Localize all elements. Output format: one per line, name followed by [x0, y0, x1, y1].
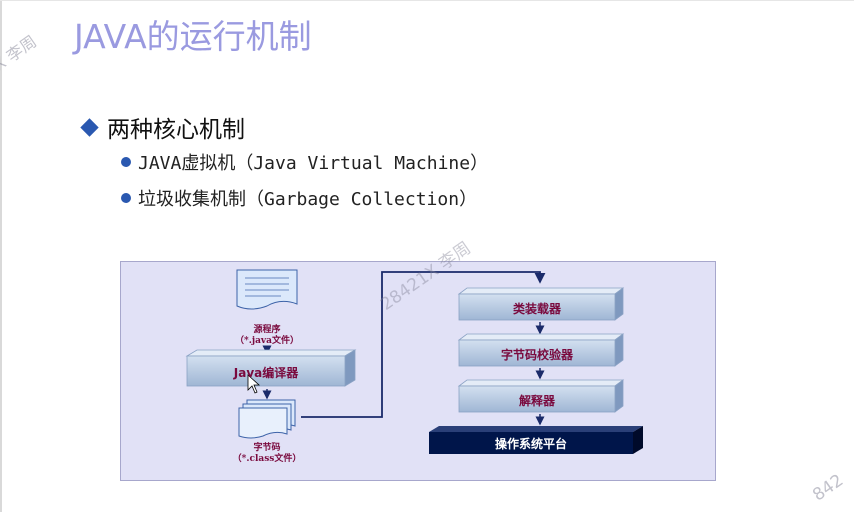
sub-bullet-jvm: JAVA虚拟机（Java Virtual Machine） — [121, 149, 488, 175]
sub-bullet-text: JAVA虚拟机（Java Virtual Machine） — [138, 153, 489, 174]
sub-bullet-gc: 垃圾收集机制（Garbage Collection） — [121, 185, 477, 211]
bytecode-verifier-bar — [457, 333, 625, 367]
flow-connector-arrow — [301, 271, 546, 418]
source-document-icon — [236, 269, 298, 310]
interpreter-bar — [457, 379, 625, 413]
top-border — [0, 0, 854, 1]
interpreter-label: 解释器 — [518, 394, 555, 408]
dot-bullet-icon — [121, 193, 131, 203]
source-label: 源程序 — [253, 325, 281, 335]
bytecode-verifier-label: 字节码校验器 — [500, 348, 573, 362]
watermark: X 李周 — [0, 31, 41, 75]
os-platform-label: 操作系统平台 — [494, 437, 567, 451]
mouse-cursor-icon — [247, 374, 261, 394]
sub-bullet-text: 垃圾收集机制（Garbage Collection） — [138, 189, 478, 210]
bytecode-label: 字节码 — [253, 443, 281, 453]
main-bullet-text: 两种核心机制 — [107, 117, 245, 143]
class-loader-bar — [457, 287, 625, 321]
compiler-label: Java编译器 — [233, 366, 299, 380]
diamond-bullet-icon — [80, 117, 99, 137]
main-bullet: 两种核心机制 — [80, 110, 245, 144]
dot-bullet-icon — [121, 157, 131, 167]
compiler-bar — [185, 349, 357, 387]
os-platform-bar — [429, 426, 643, 454]
diagram-shapes — [185, 269, 643, 454]
bytecode-documents-icon — [238, 399, 296, 439]
watermark: 842 — [809, 470, 848, 506]
slide-title: JAVA的运行机制 — [74, 17, 312, 56]
class-loader-label: 类装载器 — [512, 302, 561, 316]
source-ext-label: （*.java文件） — [235, 336, 299, 346]
jvm-flow-diagram: 源程序 （*.java文件） Java编译器 字节码 （*.class文件） 类… — [120, 261, 716, 481]
left-border — [0, 0, 2, 512]
bytecode-ext-label: （*.class文件） — [232, 454, 302, 464]
